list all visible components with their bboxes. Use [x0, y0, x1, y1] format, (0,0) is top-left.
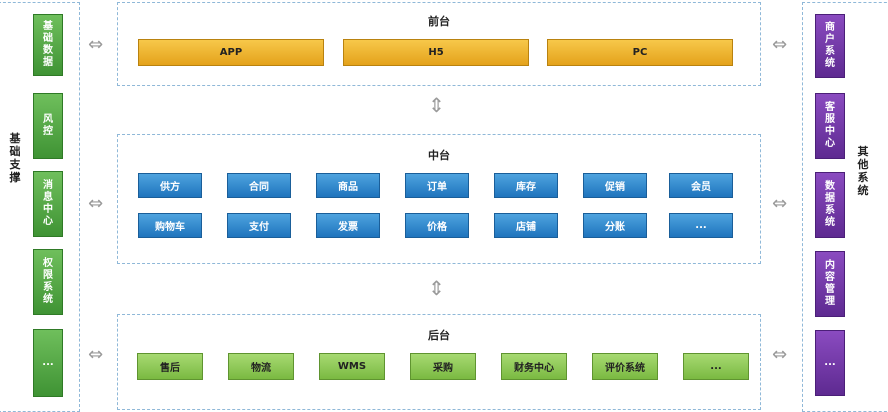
left-panel-label: 基础支撑 [9, 132, 21, 184]
back-panel: 后台 [117, 314, 761, 410]
front-item-app[interactable]: APP [138, 39, 324, 66]
middle-item-member[interactable]: 会员 [669, 173, 733, 198]
middle-item-payment[interactable]: 支付 [227, 213, 291, 238]
right-arrow-front-icon: ⇔ [772, 34, 788, 55]
middle-item-store[interactable]: 店铺 [494, 213, 558, 238]
middle-back-arrow-icon: ⇕ [428, 276, 445, 300]
front-item-pc[interactable]: PC [547, 39, 733, 66]
back-item-finance-center[interactable]: 财务中心 [501, 353, 567, 380]
right-panel-label: 其他系统 [857, 145, 869, 197]
middle-item-product[interactable]: 商品 [316, 173, 380, 198]
middle-item-inventory[interactable]: 库存 [494, 173, 558, 198]
right-arrow-back-icon: ⇔ [772, 344, 788, 365]
left-arrow-back-icon: ⇔ [88, 344, 104, 365]
front-middle-arrow-icon: ⇕ [428, 93, 445, 117]
back-item-logistics[interactable]: 物流 [228, 353, 294, 380]
left-arrow-front-icon: ⇔ [88, 34, 104, 55]
right-item-more[interactable]: ... [815, 330, 845, 396]
back-item-more[interactable]: ... [683, 353, 749, 380]
middle-item-promotion[interactable]: 促销 [583, 173, 647, 198]
middle-item-invoice[interactable]: 发票 [316, 213, 380, 238]
left-item-permission-system[interactable]: 权限系统 [33, 249, 63, 315]
middle-item-contract[interactable]: 合同 [227, 173, 291, 198]
right-item-customer-service[interactable]: 客服中心 [815, 93, 845, 159]
back-item-wms[interactable]: WMS [319, 353, 385, 380]
right-item-merchant-system[interactable]: 商户系统 [815, 14, 845, 78]
middle-item-price[interactable]: 价格 [405, 213, 469, 238]
back-item-after-sales[interactable]: 售后 [137, 353, 203, 380]
middle-item-cart[interactable]: 购物车 [138, 213, 202, 238]
middle-item-more[interactable]: ... [669, 213, 733, 238]
right-arrow-middle-icon: ⇔ [772, 193, 788, 214]
front-item-h5[interactable]: H5 [343, 39, 529, 66]
left-arrow-middle-icon: ⇔ [88, 193, 104, 214]
middle-item-settlement[interactable]: 分账 [583, 213, 647, 238]
back-panel-title: 后台 [428, 329, 450, 342]
right-item-content-management[interactable]: 内容管理 [815, 251, 845, 317]
middle-panel: 中台 [117, 134, 761, 264]
left-item-more[interactable]: ... [33, 329, 63, 397]
left-item-risk-control[interactable]: 风控 [33, 93, 63, 159]
middle-item-supplier[interactable]: 供方 [138, 173, 202, 198]
back-item-procurement[interactable]: 采购 [410, 353, 476, 380]
right-item-data-system[interactable]: 数据系统 [815, 172, 845, 238]
left-item-basic-data[interactable]: 基础数据 [33, 14, 63, 76]
middle-panel-title: 中台 [428, 149, 450, 162]
left-item-message-center[interactable]: 消息中心 [33, 171, 63, 237]
front-panel-title: 前台 [428, 15, 450, 28]
back-item-review-system[interactable]: 评价系统 [592, 353, 658, 380]
front-panel: 前台 [117, 2, 761, 86]
middle-item-order[interactable]: 订单 [405, 173, 469, 198]
